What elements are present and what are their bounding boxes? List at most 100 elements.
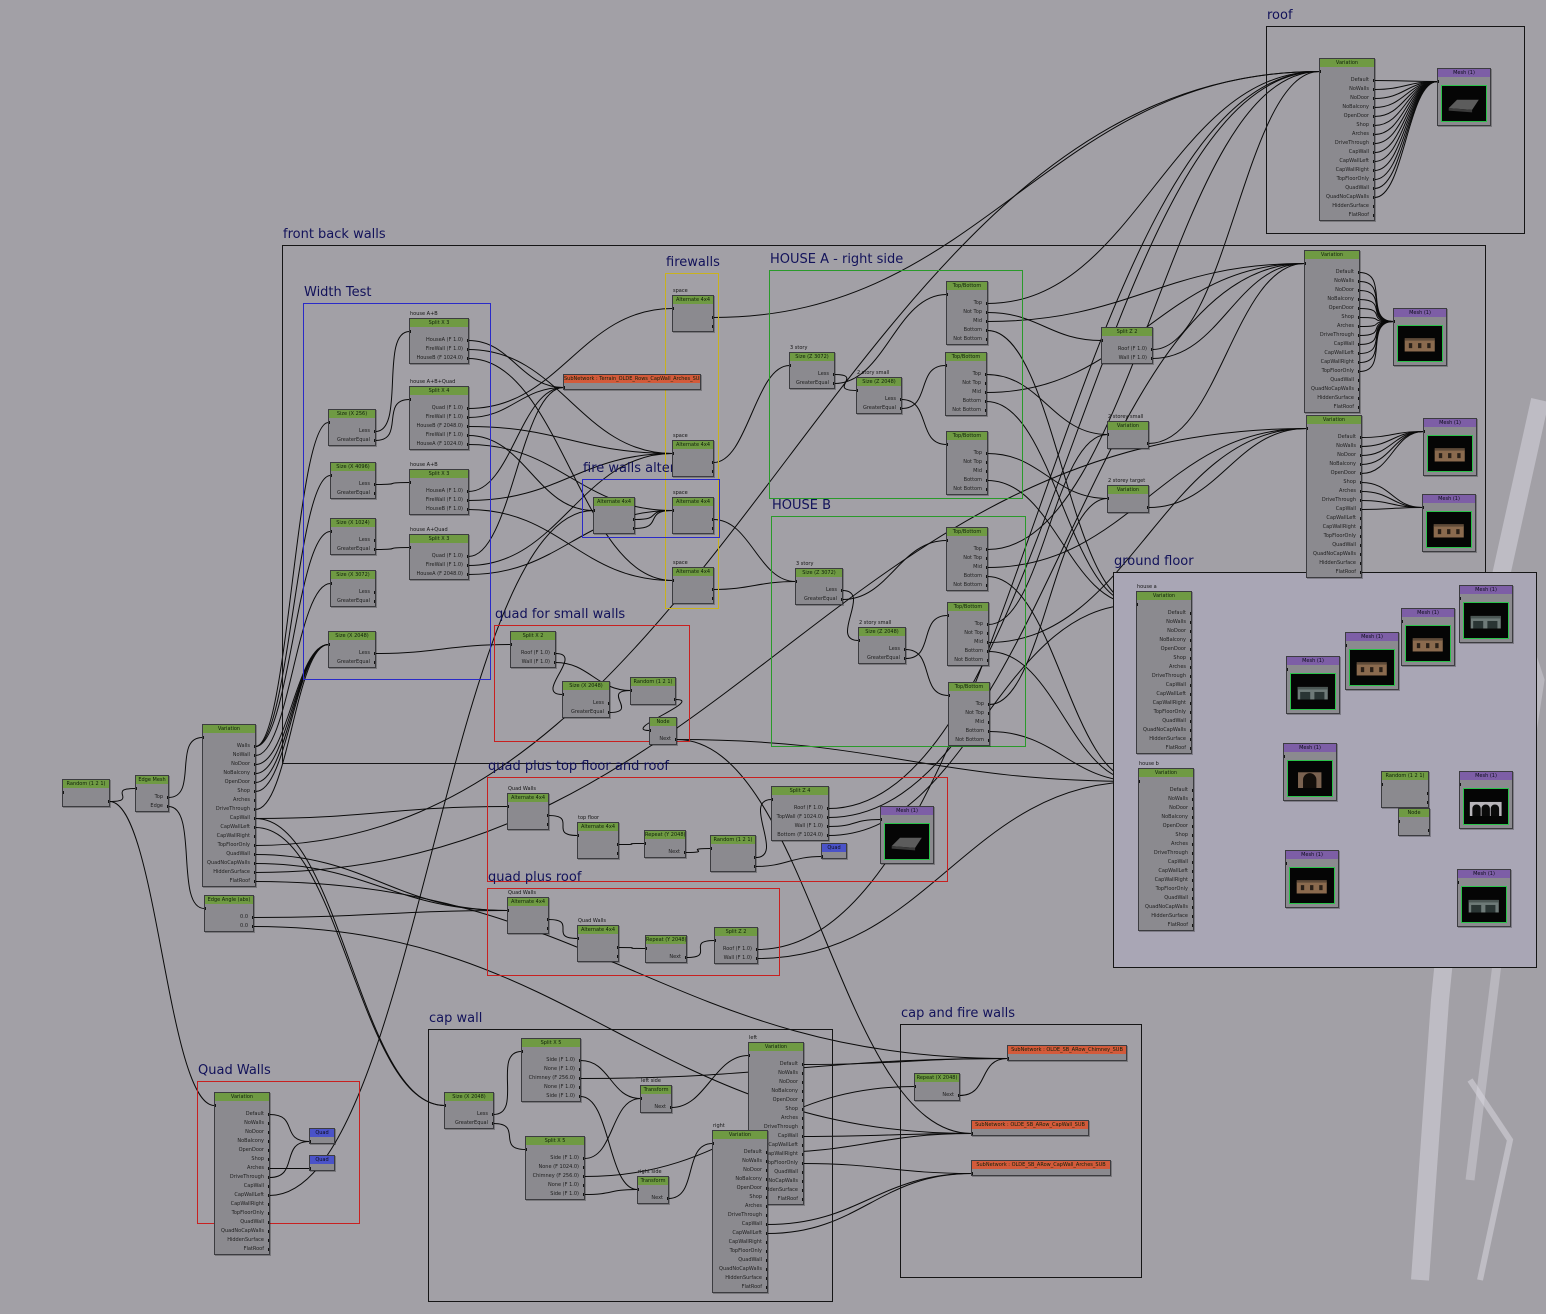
output-port-icon[interactable] [712,588,713,591]
node-title[interactable]: Top/Bottom [948,603,988,611]
node-title[interactable]: Size (X 3072) [331,571,375,579]
output-port-icon[interactable] [268,1122,269,1125]
input-port-icon[interactable] [594,509,595,512]
node-title[interactable]: Size (X 2048) [329,632,375,640]
input-port-icon[interactable] [578,937,579,940]
node-title[interactable]: Split Z 2 [1102,328,1152,336]
output-port-icon[interactable] [986,461,987,464]
output-port-icon[interactable] [1358,307,1359,310]
group-front-back-walls[interactable]: front back walls [282,227,1486,764]
output-port-icon[interactable] [268,1113,269,1116]
node-title[interactable]: Mesh (1) [1424,419,1476,427]
output-port-icon[interactable] [167,805,168,808]
output-port-icon[interactable] [374,430,375,433]
output-port-icon[interactable] [900,398,901,401]
output-port-icon[interactable] [1373,142,1374,145]
output-port-icon[interactable] [1373,97,1374,100]
output-port-icon[interactable] [1427,801,1428,804]
output-port-icon[interactable] [268,1185,269,1188]
input-port-icon[interactable] [749,1054,750,1057]
output-port-icon[interactable] [254,808,255,811]
output-port-icon[interactable] [986,488,987,491]
node-title[interactable]: Variation [1307,416,1361,424]
node-title[interactable]: Alternate 4x4 [673,568,713,576]
mesh-node-ground-floor-1[interactable]: Mesh (1) [1286,656,1340,715]
output-port-icon[interactable] [1192,852,1193,855]
node-title[interactable]: Split X 5 [522,1039,580,1047]
output-port-icon[interactable] [254,817,255,820]
output-port-icon[interactable] [254,844,255,847]
node-title[interactable]: Mesh (1) [1458,870,1510,878]
output-port-icon[interactable] [1373,178,1374,181]
node-title[interactable]: Split X 4 [410,387,468,395]
node-title[interactable]: Repeat (X 2048) [915,1074,959,1082]
output-port-icon[interactable] [1360,526,1361,529]
output-port-icon[interactable] [1360,508,1361,511]
quad-node-quad-top[interactable]: Quad [821,843,847,859]
node-title[interactable]: Node [650,718,676,726]
output-port-icon[interactable] [1360,562,1361,565]
random-node-quad-top[interactable]: Random (1 2 1) [710,835,756,872]
output-port-icon[interactable] [579,1095,580,1098]
output-port-icon[interactable] [1360,454,1361,457]
output-port-icon[interactable] [1360,463,1361,466]
group-width-test[interactable]: Width Test [303,285,491,680]
input-port-icon[interactable] [972,1132,973,1135]
output-port-icon[interactable] [766,1268,767,1271]
node-title[interactable]: Top/Bottom [947,282,987,290]
input-port-icon[interactable] [205,907,206,910]
output-port-icon[interactable] [554,652,555,655]
output-port-icon[interactable] [712,461,713,464]
output-port-icon[interactable] [802,1162,803,1165]
output-port-icon[interactable] [1373,79,1374,82]
node-title[interactable]: Mesh (1) [1460,586,1512,594]
output-port-icon[interactable] [608,702,609,705]
input-port-icon[interactable] [796,580,797,583]
output-port-icon[interactable] [374,539,375,542]
output-port-icon[interactable] [252,916,253,919]
output-port-icon[interactable] [985,373,986,376]
random-node-ground-floor[interactable]: Random (1 2 1) [1381,771,1429,808]
output-port-icon[interactable] [987,623,988,626]
node-title[interactable]: Variation [1305,251,1359,259]
output-port-icon[interactable] [802,1135,803,1138]
node-title[interactable]: Alternate 4x4 [578,926,618,934]
mesh-node-front-back-2[interactable]: Mesh (1) [1423,418,1477,477]
output-port-icon[interactable] [254,871,255,874]
input-port-icon[interactable] [1382,783,1383,786]
node-title[interactable]: Split X 3 [410,319,468,327]
output-port-icon[interactable] [987,650,988,653]
output-port-icon[interactable] [986,584,987,587]
node-title[interactable]: Size (Z 2048) [859,628,905,636]
output-port-icon[interactable] [988,730,989,733]
output-port-icon[interactable] [986,329,987,332]
output-port-icon[interactable] [617,955,618,958]
output-port-icon[interactable] [579,1086,580,1089]
input-port-icon[interactable] [329,421,330,424]
output-port-icon[interactable] [617,946,618,949]
input-port-icon[interactable] [673,307,674,310]
output-port-icon[interactable] [1360,490,1361,493]
input-port-icon[interactable] [331,530,332,533]
output-port-icon[interactable] [802,1072,803,1075]
output-port-icon[interactable] [1360,436,1361,439]
output-port-icon[interactable] [1192,834,1193,837]
output-port-icon[interactable] [987,659,988,662]
output-port-icon[interactable] [254,835,255,838]
node-title[interactable]: Split Z 2 [715,928,757,936]
output-port-icon[interactable] [1360,553,1361,556]
output-port-icon[interactable] [986,548,987,551]
output-port-icon[interactable] [712,527,713,530]
output-port-icon[interactable] [1360,445,1361,448]
output-port-icon[interactable] [766,1169,767,1172]
output-port-icon[interactable] [547,814,548,817]
input-port-icon[interactable] [310,1140,311,1143]
